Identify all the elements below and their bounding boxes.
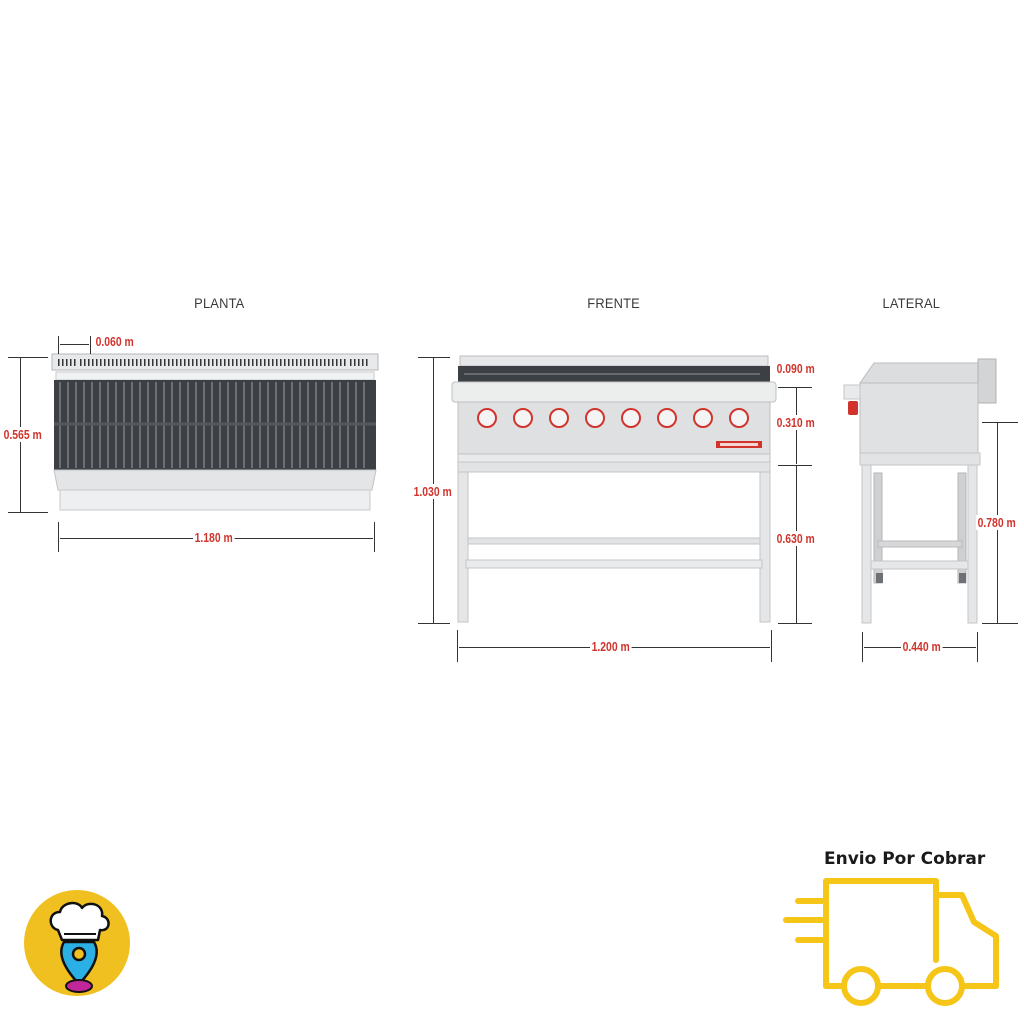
lateral-depth-dimension: 0.440 m bbox=[901, 639, 943, 654]
dim-line bbox=[418, 357, 450, 358]
delivery-truck-icon bbox=[783, 878, 999, 1006]
dim-line bbox=[58, 522, 59, 552]
planta-offset-dimension: 0.060 m bbox=[94, 334, 136, 349]
frente-grill-height-dimension: 0.090 m bbox=[775, 361, 817, 376]
lateral-grill-side-view bbox=[843, 358, 997, 624]
dim-line bbox=[982, 422, 1018, 423]
frente-width-dimension: 1.200 m bbox=[590, 639, 632, 654]
planta-width-dimension: 1.180 m bbox=[193, 530, 235, 545]
dim-line bbox=[778, 465, 812, 466]
dim-line bbox=[418, 623, 450, 624]
planta-grill-top-view bbox=[51, 353, 379, 511]
dim-line bbox=[977, 632, 978, 662]
dim-line bbox=[778, 387, 812, 388]
dim-line bbox=[771, 630, 772, 662]
dim-line bbox=[778, 623, 812, 624]
dim-line bbox=[457, 630, 458, 662]
control-knobs bbox=[477, 408, 749, 428]
planta-depth-dimension: 0.565 m bbox=[2, 427, 44, 442]
dim-line bbox=[90, 336, 91, 354]
dim-line bbox=[8, 357, 48, 358]
frente-title: FRENTE bbox=[587, 295, 640, 311]
lateral-title: LATERAL bbox=[882, 295, 941, 311]
frente-stand-height-dimension: 0.630 m bbox=[775, 531, 817, 546]
frente-total-height-dimension: 1.030 m bbox=[412, 484, 454, 499]
planta-title: PLANTA bbox=[194, 295, 245, 311]
dim-line bbox=[862, 632, 863, 662]
frente-grill-front-view bbox=[451, 355, 777, 623]
lateral-height-dimension: 0.780 m bbox=[976, 515, 1018, 530]
chef-hat-location-pin-icon bbox=[24, 890, 130, 996]
dim-line bbox=[8, 512, 48, 513]
dim-line bbox=[58, 336, 59, 354]
shipping-label: Envio Por Cobrar bbox=[824, 849, 986, 869]
dim-line bbox=[60, 344, 89, 345]
frente-body-height-dimension: 0.310 m bbox=[775, 415, 817, 430]
dim-line bbox=[982, 623, 1018, 624]
dim-line bbox=[374, 522, 375, 552]
